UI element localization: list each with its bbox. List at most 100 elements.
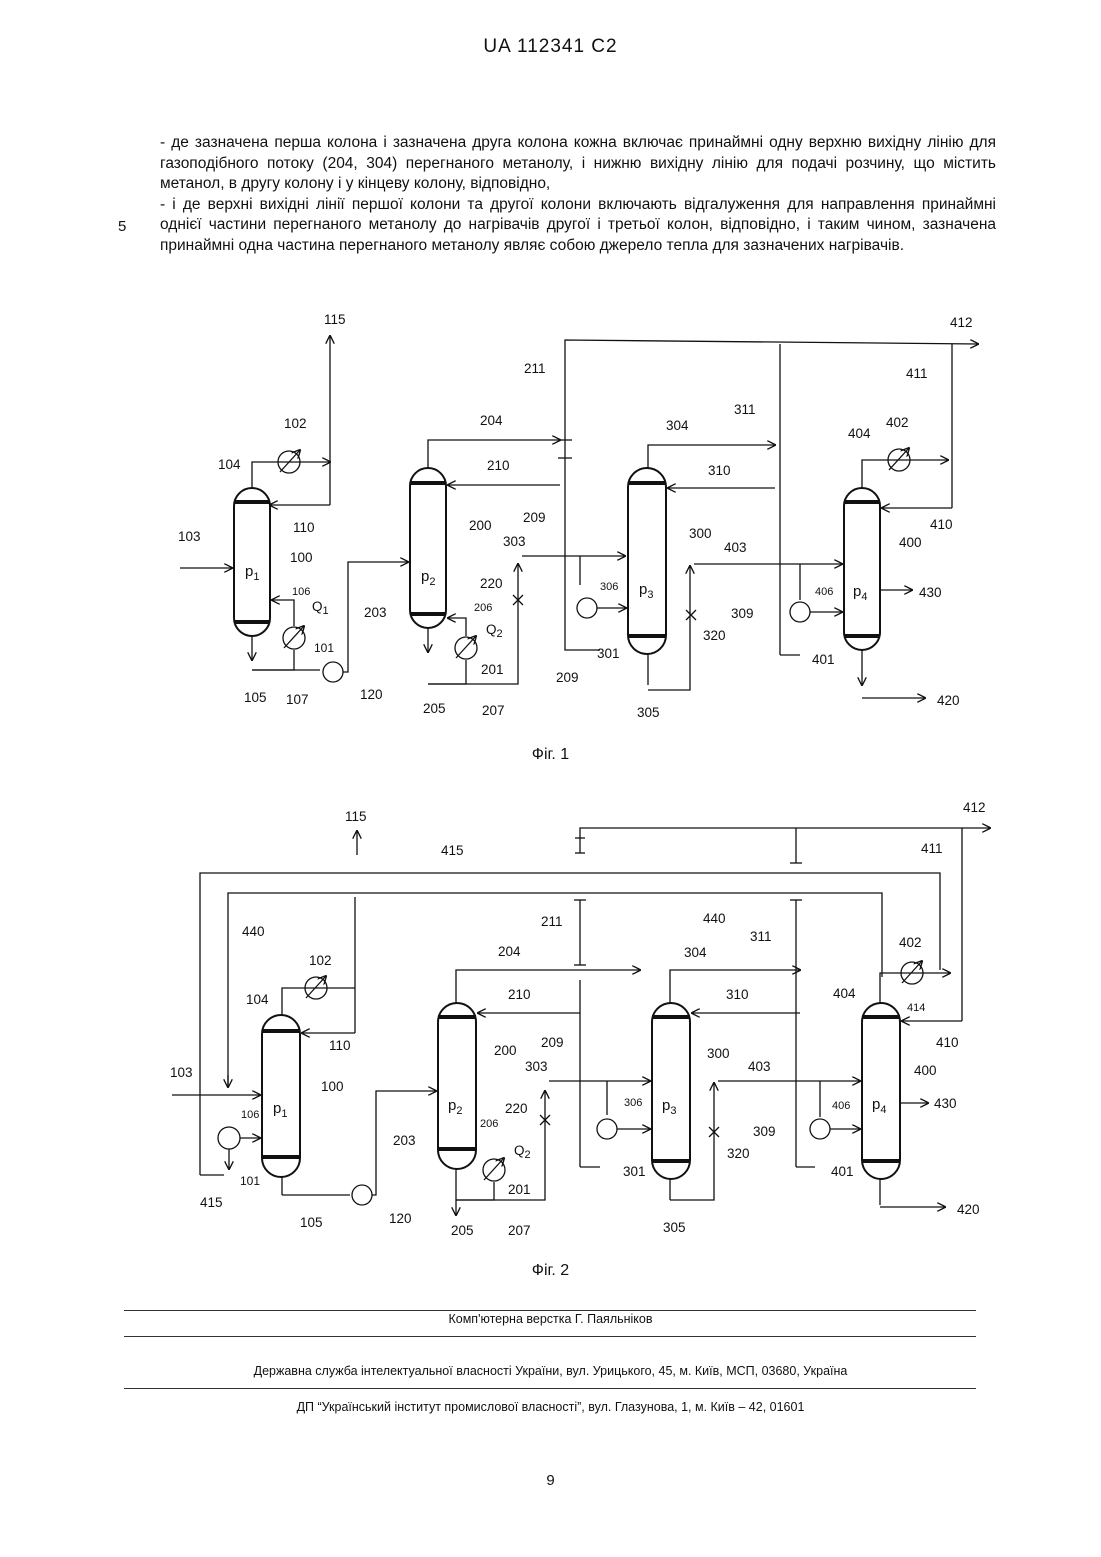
svg-text:410: 410 [936, 1035, 959, 1050]
svg-text:203: 203 [393, 1133, 416, 1148]
svg-text:414: 414 [907, 1002, 925, 1014]
svg-text:400: 400 [899, 535, 922, 550]
svg-text:206: 206 [474, 602, 492, 614]
svg-text:203: 203 [364, 605, 387, 620]
svg-text:410: 410 [930, 517, 953, 532]
svg-text:305: 305 [637, 705, 660, 720]
svg-text:209: 209 [556, 670, 579, 685]
figure-2-caption: Фіг. 2 [0, 1262, 1101, 1280]
column-p4 [844, 488, 880, 650]
svg-text:305: 305 [663, 1220, 686, 1235]
svg-text:304: 304 [666, 418, 689, 433]
svg-text:201: 201 [481, 662, 504, 677]
svg-text:430: 430 [919, 585, 942, 600]
claim-paragraph-2: - і де верхні вихідні лінії першої колон… [160, 195, 996, 257]
svg-text:106: 106 [292, 586, 310, 598]
svg-text:420: 420 [937, 693, 960, 708]
footer-institute: ДП “Український інститут промислової вла… [0, 1400, 1101, 1414]
svg-text:107: 107 [286, 692, 309, 707]
svg-text:404: 404 [848, 426, 871, 441]
column-p2 [410, 468, 446, 628]
svg-text:415: 415 [441, 843, 464, 858]
svg-text:303: 303 [525, 1059, 548, 1074]
svg-text:220: 220 [505, 1101, 528, 1116]
svg-text:310: 310 [708, 463, 731, 478]
svg-text:115: 115 [324, 312, 346, 327]
svg-text:110: 110 [329, 1038, 351, 1053]
svg-text:104: 104 [246, 992, 269, 1007]
svg-text:400: 400 [914, 1063, 937, 1078]
svg-text:207: 207 [508, 1223, 531, 1238]
claims-text: - де зазначена перша колона і зазначена … [160, 133, 996, 256]
svg-text:300: 300 [707, 1046, 730, 1061]
svg-text:p3: p3 [662, 1097, 676, 1117]
claim-paragraph-1: - де зазначена перша колона і зазначена … [160, 133, 996, 195]
svg-text:206: 206 [480, 1118, 498, 1130]
svg-text:420: 420 [957, 1202, 980, 1217]
svg-text:p2: p2 [421, 568, 435, 588]
svg-text:300: 300 [689, 526, 712, 541]
svg-text:p4: p4 [853, 583, 867, 603]
svg-text:211: 211 [524, 361, 546, 376]
svg-text:301: 301 [623, 1164, 646, 1179]
svg-text:p1: p1 [245, 563, 259, 583]
svg-text:100: 100 [321, 1079, 344, 1094]
line-number: 5 [118, 218, 126, 235]
svg-text:p3: p3 [639, 581, 653, 601]
svg-text:100: 100 [290, 550, 313, 565]
svg-text:101: 101 [240, 1174, 260, 1188]
reboiler-101 [218, 1127, 240, 1149]
svg-text:220: 220 [480, 576, 503, 591]
figure-1-caption: Фіг. 1 [0, 746, 1101, 764]
svg-text:430: 430 [934, 1096, 957, 1111]
heater-306 [577, 598, 597, 618]
svg-text:105: 105 [244, 690, 267, 705]
footer-rule-top [124, 1310, 976, 1311]
svg-text:Q2: Q2 [486, 622, 503, 640]
column-p3 [652, 1003, 690, 1179]
column-p4 [862, 1003, 900, 1179]
page-number: 9 [0, 1472, 1101, 1489]
svg-text:406: 406 [832, 1100, 850, 1112]
svg-text:209: 209 [523, 510, 546, 525]
svg-text:404: 404 [833, 986, 856, 1001]
svg-text:311: 311 [734, 402, 756, 417]
svg-text:120: 120 [389, 1211, 412, 1226]
svg-text:200: 200 [469, 518, 492, 533]
svg-text:204: 204 [498, 944, 521, 959]
pump-120 [323, 662, 343, 682]
svg-text:310: 310 [726, 987, 749, 1002]
svg-text:210: 210 [487, 458, 510, 473]
svg-text:401: 401 [831, 1164, 854, 1179]
figure-2-diagram: p1 p2 p3 p4 115 415 440 440 412 411 102 … [0, 795, 1101, 1245]
svg-text:303: 303 [503, 534, 526, 549]
svg-text:304: 304 [684, 945, 707, 960]
svg-text:209: 209 [541, 1035, 564, 1050]
svg-text:402: 402 [899, 935, 922, 950]
svg-text:403: 403 [724, 540, 747, 555]
svg-text:200: 200 [494, 1043, 517, 1058]
svg-text:207: 207 [482, 703, 505, 718]
svg-text:211: 211 [541, 914, 563, 929]
svg-text:103: 103 [170, 1065, 193, 1080]
svg-text:115: 115 [345, 809, 367, 824]
footer-rule-middle [124, 1336, 976, 1337]
svg-text:104: 104 [218, 457, 241, 472]
column-p3 [628, 468, 666, 654]
svg-text:301: 301 [597, 646, 620, 661]
svg-text:210: 210 [508, 987, 531, 1002]
svg-text:412: 412 [963, 800, 986, 815]
pump-120 [352, 1185, 372, 1205]
svg-text:415: 415 [200, 1195, 223, 1210]
heater-406 [810, 1119, 830, 1139]
svg-text:402: 402 [886, 415, 909, 430]
footer-typesetter: Комп'ютерна верстка Г. Паяльніков [0, 1312, 1101, 1326]
svg-text:205: 205 [423, 701, 446, 716]
svg-text:311: 311 [750, 929, 772, 944]
svg-text:411: 411 [921, 841, 943, 856]
svg-text:403: 403 [748, 1059, 771, 1074]
svg-text:102: 102 [284, 416, 307, 431]
svg-text:306: 306 [600, 581, 618, 593]
svg-text:p1: p1 [273, 1100, 287, 1120]
svg-text:120: 120 [360, 687, 383, 702]
